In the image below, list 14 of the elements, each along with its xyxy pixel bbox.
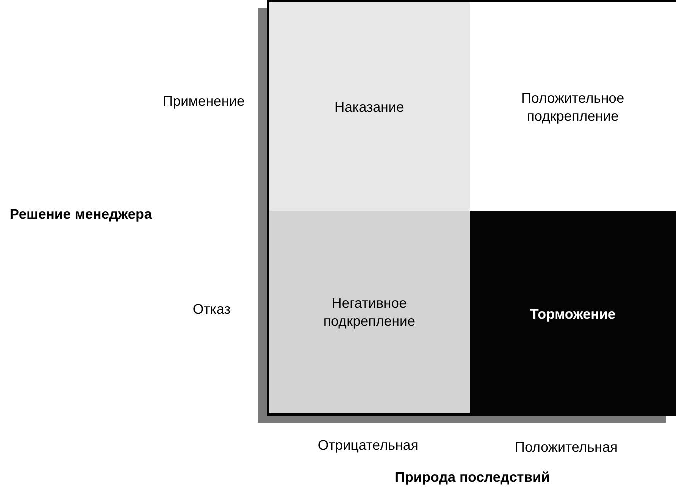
column-label: Положительная [515, 438, 618, 456]
axis-title: Природа последствий [395, 468, 550, 486]
row-label: Отказ [193, 300, 231, 318]
quadrant-label: Положительное подкрепление [520, 88, 626, 124]
column-label: Отрицательная [318, 436, 419, 454]
quadrant [269, 2, 470, 211]
quadrant [470, 211, 676, 416]
quadrant-label: Негативное подкрепление [322, 294, 416, 330]
quadrant [470, 2, 676, 211]
axis-title: Решение менеджера [10, 205, 152, 223]
row-label: Применение [163, 92, 245, 110]
quadrant-label: Торможение [530, 304, 616, 322]
quadrant-label: Наказание [334, 98, 404, 116]
quadrant [269, 211, 470, 413]
